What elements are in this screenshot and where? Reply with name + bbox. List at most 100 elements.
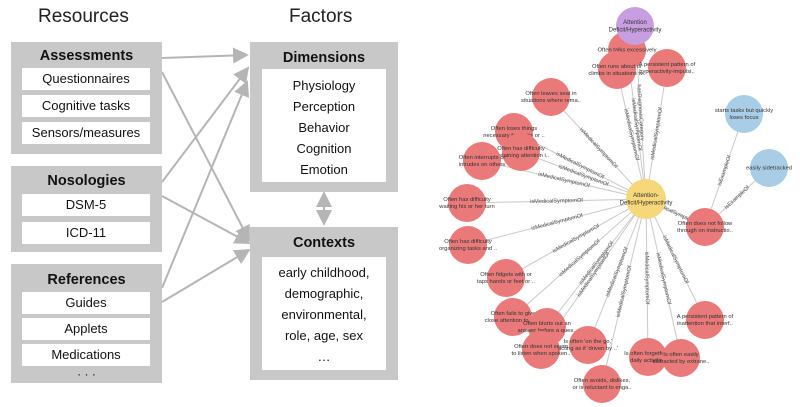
- sensors-measures-item: Sensors/measures: [22, 122, 150, 144]
- dimensions-panel: Dimensions Physiology Perception Behavio…: [250, 42, 398, 192]
- symptom-node-12-text: to listen when spoken..: [512, 351, 571, 357]
- contexts-title: Contexts: [292, 235, 356, 251]
- references-panel: References Guides Applets Medications · …: [11, 264, 162, 383]
- symptom-node-4-text: Often loses things: [491, 126, 538, 132]
- symptom-node-1-text: climbs in situations w..: [588, 71, 646, 77]
- diagnosis-category-node-text: Deficit/Hyperactivity: [609, 27, 662, 33]
- adhd-center-node-text: Deficit/Hyperactivity: [620, 200, 673, 206]
- diagnosis-category-node-circle: [616, 7, 654, 45]
- symptom-node-8-circle: [449, 226, 487, 264]
- symptom-node-9-circle: [487, 259, 525, 297]
- edge-symptom-9: [505, 198, 647, 279]
- cognitive-tasks-item: Cognitive tasks: [22, 95, 150, 117]
- edge-example-0: [704, 113, 745, 228]
- dsm-5-item: DSM-5: [22, 194, 150, 216]
- edge-symptom-3: [550, 96, 647, 200]
- arrow-nosologies-contexts: [161, 195, 251, 244]
- symptom-node-5-circle: [502, 133, 540, 171]
- contexts-panel: Contexts early childhood, demographic, e…: [250, 227, 398, 380]
- medications-item: Medications: [22, 344, 150, 366]
- references-more: · · ·: [77, 367, 96, 381]
- symptom-node-7-circle: [448, 184, 486, 222]
- example-node-0-text: starts tasks but quickly: [715, 108, 773, 114]
- icd-11-item: ICD-11: [22, 222, 150, 244]
- example-node-1[interactable]: easily sidetracked: [746, 149, 792, 187]
- symptom-node-7-text: Often has difficulty: [443, 197, 491, 203]
- symptom-node-7-text: waiting his or her turn: [438, 204, 494, 210]
- edge-symptom-2-label: isMedicalSymptomOf: [650, 107, 664, 161]
- symptom-node-2-text: A persistent pattern of: [639, 62, 696, 68]
- example-node-0-text: loses focus: [730, 115, 759, 121]
- arrow-assessments-dimensions: [161, 47, 249, 64]
- edge-symptom-2: [645, 67, 668, 200]
- edge-symptom-6: [481, 160, 647, 200]
- nosologies-panel: Nosologies DSM-5 ICD-11: [11, 166, 162, 252]
- follow-through-node-circle: [686, 208, 724, 246]
- context-role-age-sex: role, age, sex: [284, 328, 364, 343]
- symptom-node-11-text: answer before a ques..: [518, 328, 577, 334]
- example-node-1-circle: [750, 149, 788, 187]
- symptom-node-9-text: taps hands or feet or ..: [477, 279, 535, 285]
- symptom-node-13-circle: [569, 326, 607, 364]
- follow-through-node-text: Often does not follow: [678, 221, 733, 227]
- questionnaires-item: Questionnaires: [22, 68, 150, 90]
- edge-example-1-label: isExampleOf: [724, 185, 752, 211]
- symptom-node-13-text: Is often 'on the go,': [564, 339, 613, 345]
- cognition-item: Cognition: [296, 141, 352, 156]
- edge-symptom-8-label: isMedicalSymptomOf: [531, 213, 584, 232]
- references-title: References: [47, 272, 126, 288]
- context-more: …: [317, 349, 331, 364]
- context-demographic: demographic,: [284, 286, 364, 301]
- edge-symptom-16-label: isMedicalSymptomOf: [654, 252, 671, 305]
- factors-heading: Factors: [289, 6, 353, 27]
- symptom-node-17-circle: [686, 301, 724, 339]
- symptom-node-10-circle: [494, 298, 532, 336]
- edge-symptom-10: [512, 198, 647, 318]
- edge-diagnosis-category-label: hasDiagnosisCategory: [635, 84, 645, 141]
- edge-symptom-5: [520, 151, 647, 200]
- edge-symptom-8: [467, 198, 647, 246]
- symptom-node-14-circle: [583, 365, 621, 403]
- behavior-item: Behavior: [298, 120, 350, 135]
- symptom-node-3-circle: [532, 78, 570, 116]
- context-early-childhood: early childhood,: [278, 265, 370, 280]
- symptom-node-14[interactable]: Often avoids, dislikes,or is reluctant t…: [573, 365, 632, 403]
- symptom-node-15-text: Is often forgetful in: [624, 351, 672, 357]
- arrow-assessments-contexts: [161, 71, 250, 242]
- symptom-node-13[interactable]: Is often 'on the go,'acting as if 'drive…: [558, 326, 618, 364]
- contexts-list: early childhood, demographic, environmen…: [262, 257, 386, 370]
- assessments-title: Assessments: [39, 48, 134, 64]
- assessments-panel: Assessments Questionnaires Cognitive tas…: [11, 42, 162, 154]
- symptom-node-1-circle: [598, 51, 636, 89]
- symptom-node-2[interactable]: A persistent pattern ofhyperactivity-imp…: [639, 49, 696, 87]
- symptom-node-9-text: Often fidgets with or: [480, 272, 532, 278]
- symptom-node-17-text: A persistent pattern of: [677, 314, 734, 320]
- example-node-1-text: easily sidetracked: [746, 166, 792, 172]
- symptom-node-10-text: close attention to det..: [485, 318, 542, 324]
- adhd-center-node-text: Attention-: [633, 193, 659, 199]
- arrow-nosologies-dimensions: [161, 66, 250, 183]
- symptom-node-14-text: Often avoids, dislikes,: [574, 378, 631, 384]
- physiology-item: Physiology: [292, 78, 356, 93]
- perception-item: Perception: [292, 99, 356, 114]
- diagnosis-category-node-text: Attention: [623, 20, 647, 26]
- edge-symptom-1: [616, 69, 647, 200]
- adhd-center-node[interactable]: Attention-Deficit/Hyperactivity: [620, 179, 673, 219]
- edge-symptom-16: [645, 198, 682, 359]
